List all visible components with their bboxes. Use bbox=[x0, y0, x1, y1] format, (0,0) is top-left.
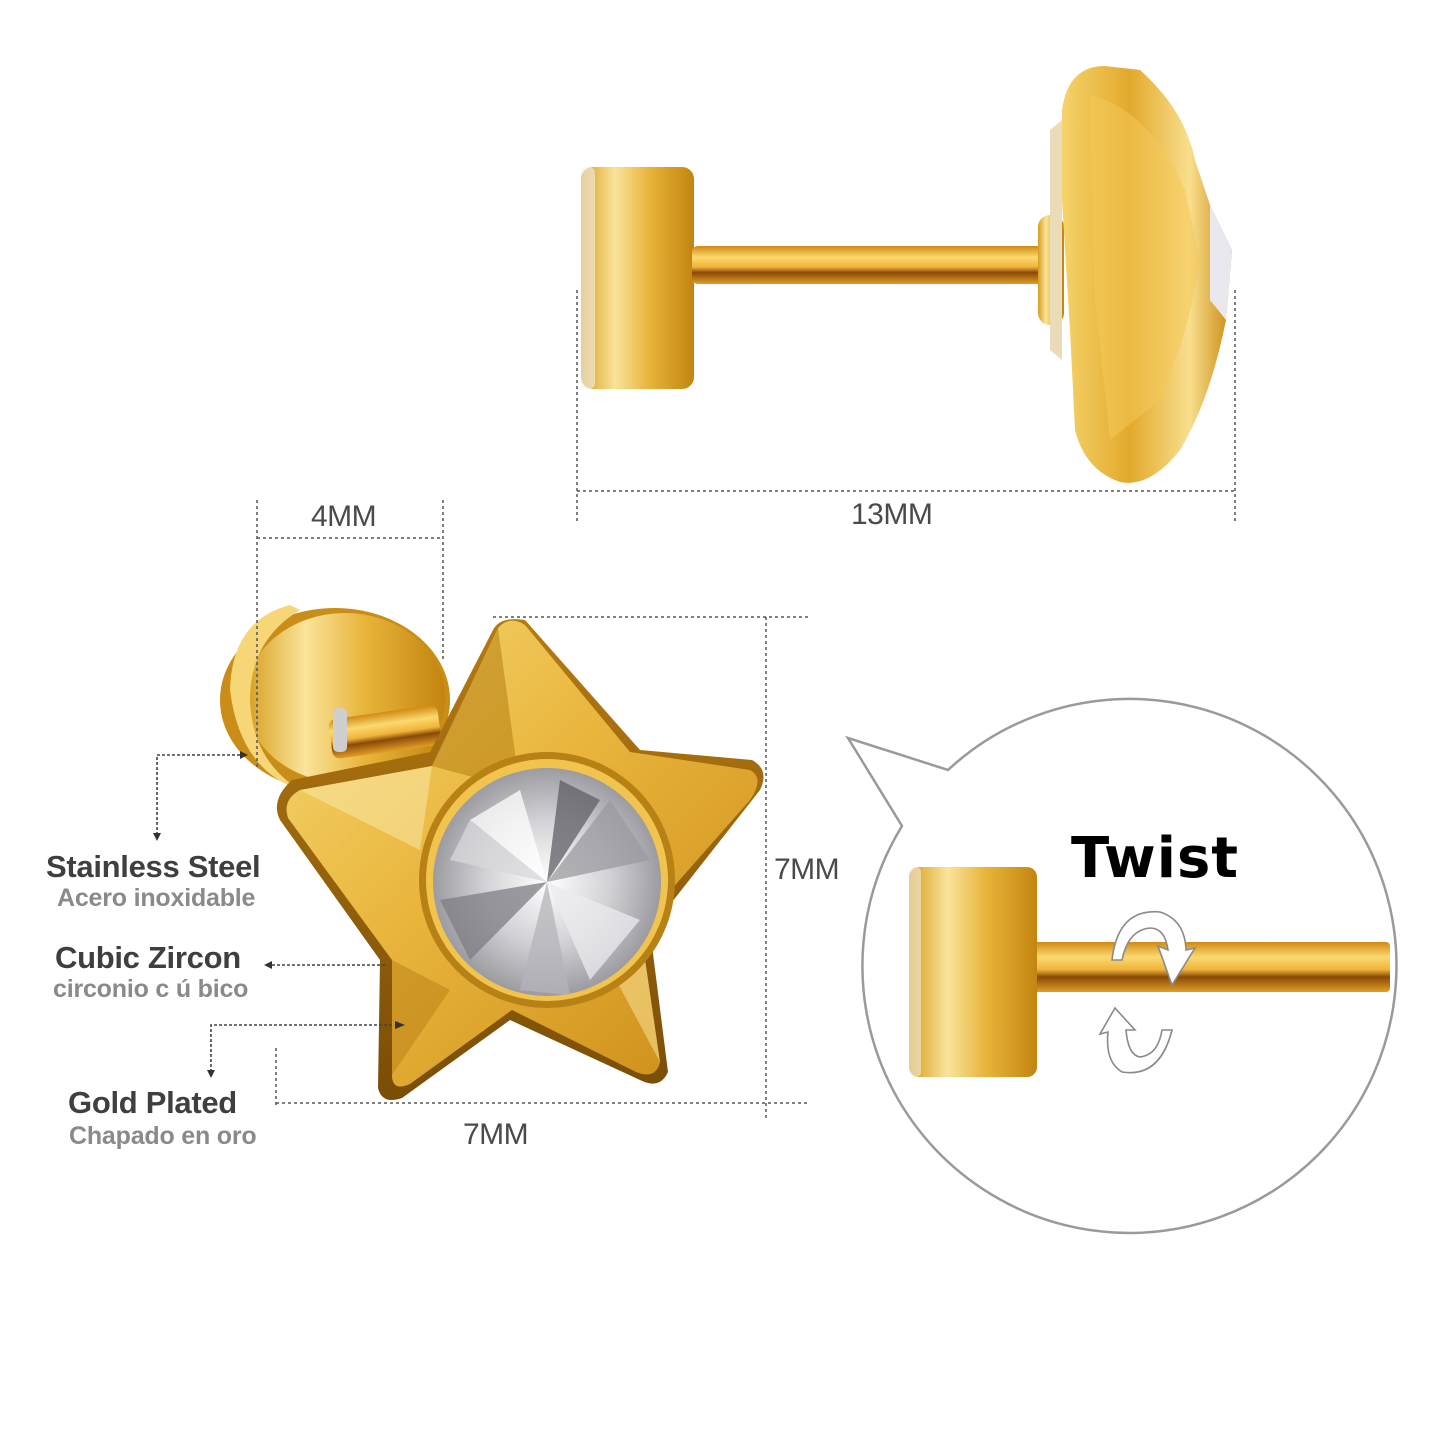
side-view-earring bbox=[581, 66, 1232, 483]
material-cubic-zircon-translation: circonio c ú bico bbox=[53, 975, 249, 1003]
material-gold-plated: Gold Plated bbox=[68, 1085, 237, 1120]
material-stainless-steel: Stainless Steel bbox=[46, 849, 261, 884]
label-height-7mm: 7MM bbox=[774, 853, 840, 886]
dimension-7mm-lines bbox=[275, 616, 810, 1120]
twist-label: Twist bbox=[1071, 826, 1240, 891]
label-width-7mm: 7MM bbox=[463, 1118, 529, 1151]
rotate-arrows-icon bbox=[1098, 910, 1197, 1074]
leader-arrowheads bbox=[153, 751, 405, 1078]
material-gold-plated-translation: Chapado en oro bbox=[69, 1122, 257, 1150]
star-front-earring bbox=[220, 605, 764, 1101]
crystal-facets bbox=[440, 780, 650, 995]
dimension-13mm bbox=[576, 290, 1236, 522]
material-cubic-zircon: Cubic Zircon bbox=[55, 940, 241, 975]
material-leader-lines bbox=[156, 754, 393, 1072]
twist-callout-bubble bbox=[845, 697, 1398, 1235]
label-back-width-4mm: 4MM bbox=[311, 500, 377, 533]
label-length-13mm: 13MM bbox=[851, 498, 933, 531]
material-stainless-steel-translation: Acero inoxidable bbox=[57, 884, 256, 912]
dimension-4mm bbox=[256, 500, 444, 768]
